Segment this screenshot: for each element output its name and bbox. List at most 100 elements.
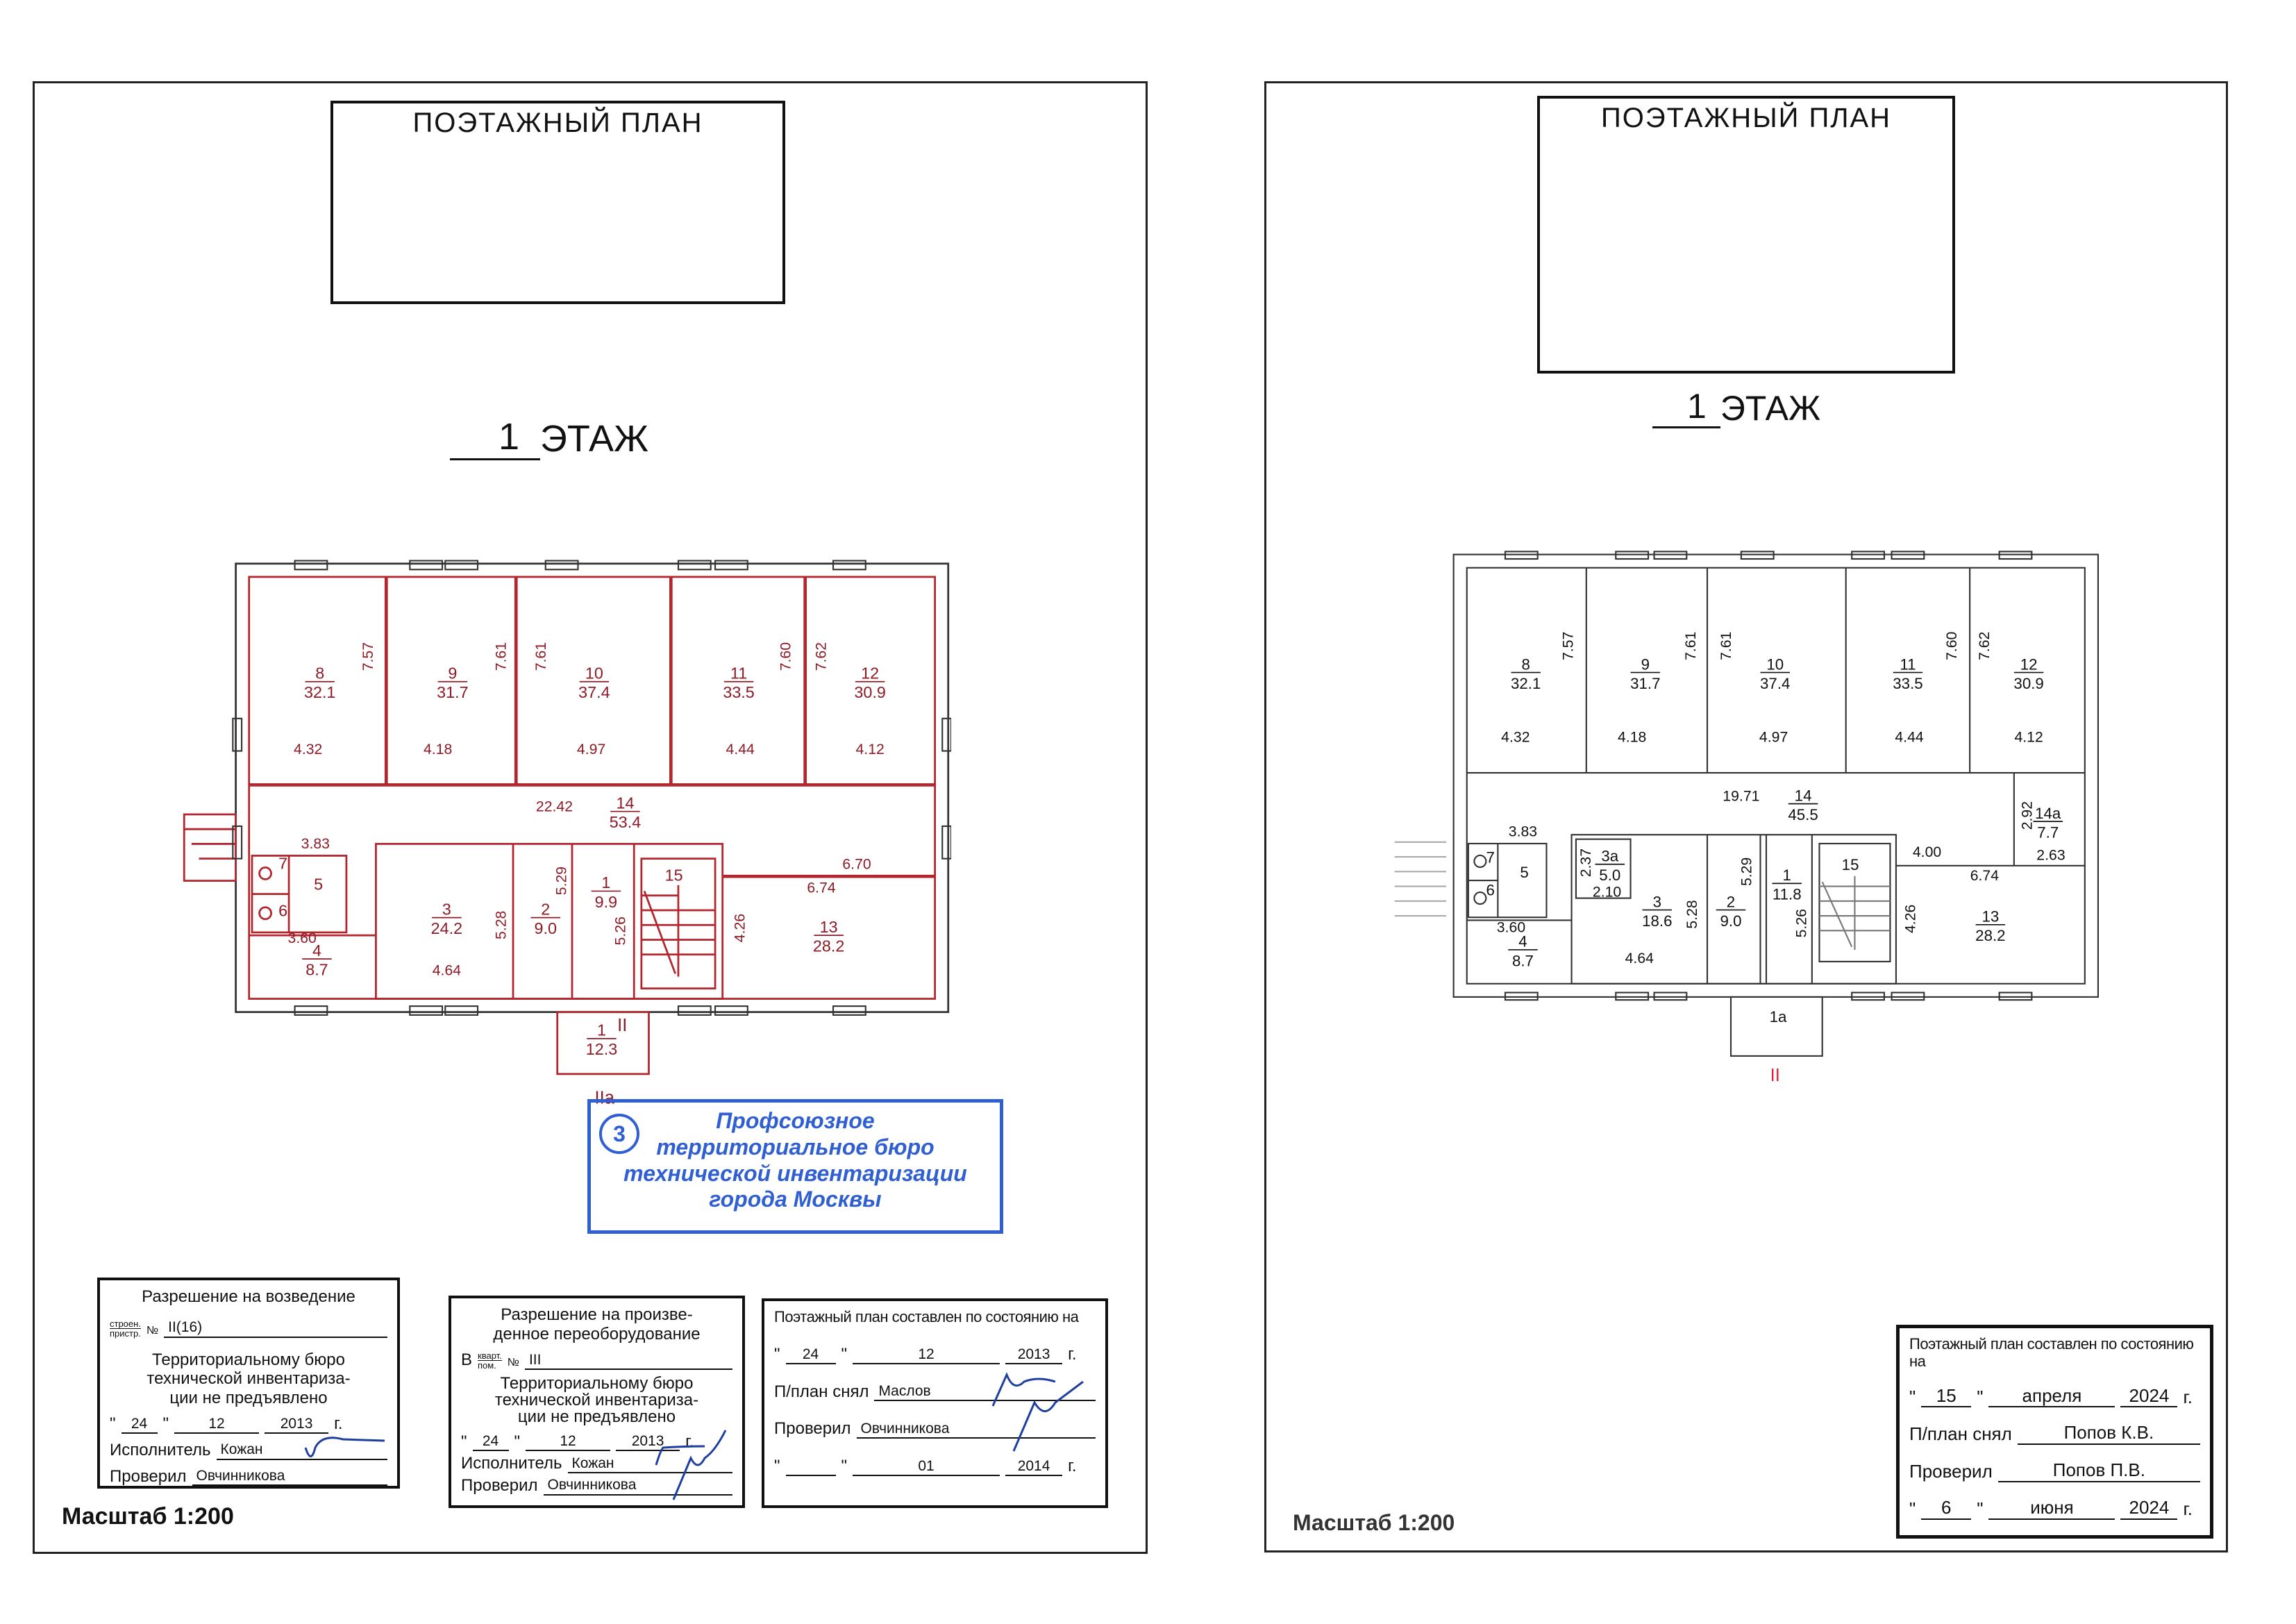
room-number: 15 xyxy=(1842,856,1859,873)
stamp-line: технической инвентаризации xyxy=(623,1160,967,1186)
dimension-label: 4.00 xyxy=(1913,844,1941,860)
permit-text: Территориальному бюро xyxy=(152,1350,345,1369)
date-suffix: г. xyxy=(334,1414,343,1434)
dimension-label: 5.29 xyxy=(1738,857,1755,886)
room-area: 5.0 xyxy=(1599,867,1620,884)
permit-fraction: строен.пристр. xyxy=(110,1319,141,1338)
room-number: 9 xyxy=(448,664,457,682)
room-area: 12.3 xyxy=(586,1040,617,1058)
room-number: 1a xyxy=(1770,1008,1787,1026)
date-day: 24 xyxy=(472,1433,509,1452)
room-area: 30.9 xyxy=(2013,675,2043,692)
dimension-label: 5.26 xyxy=(612,916,628,945)
state-title: Поэтажный план составлен по состоянию на xyxy=(774,1308,1079,1325)
date-suffix: г. xyxy=(2183,1386,2193,1407)
toilet-icon xyxy=(258,906,272,921)
room-number: 6 xyxy=(278,902,287,920)
room-number: 2 xyxy=(541,900,550,918)
room-number: 4 xyxy=(1518,933,1527,951)
left-floor-number: 1 xyxy=(450,415,541,460)
left-title: ПОЭТАЖНЫЙ ПЛАН xyxy=(412,108,703,138)
signature-icon xyxy=(672,1430,727,1500)
dimension-label: 2.37 xyxy=(1577,848,1594,877)
executor-label: Исполнитель xyxy=(110,1440,211,1459)
permit-text: технической инвентариза- xyxy=(146,1369,351,1389)
room-number: 13 xyxy=(1981,908,1999,926)
checker-label: Проверил xyxy=(461,1475,538,1495)
room-label-r8: 832.1 xyxy=(1511,655,1541,692)
room-block xyxy=(1570,834,1897,985)
left-floor-plan: 832.1931.71037.41133.51230.91453.448.732… xyxy=(183,560,951,1107)
dimension-label: 6.74 xyxy=(1970,867,2000,884)
room-number: 8 xyxy=(315,664,324,682)
surveyor-name: Маслов xyxy=(874,1383,1096,1402)
executor-name: Кожан xyxy=(216,1441,387,1460)
dimension-label: 6.70 xyxy=(842,856,871,873)
room-number: 7 xyxy=(1486,849,1495,867)
frac-top: строен. xyxy=(110,1318,141,1329)
room-area: 9.0 xyxy=(1720,912,1742,930)
room-number: 3 xyxy=(1653,893,1661,910)
room-number: 10 xyxy=(1766,655,1784,673)
room-area: 9.0 xyxy=(535,919,557,937)
surveyor-name: Попов К.В. xyxy=(2017,1423,2200,1446)
dimension-label: 5.28 xyxy=(492,911,509,939)
dimension-label: 2.63 xyxy=(2036,846,2065,863)
stair-icon xyxy=(641,885,716,977)
dimension-label: 4.12 xyxy=(2014,728,2043,745)
entrance-stairs xyxy=(1394,841,1447,917)
checker-label: Проверил xyxy=(1909,1461,1993,1482)
room-label-r12: 12 30.9 xyxy=(2013,655,2043,692)
dimension-label: 4.32 xyxy=(1501,728,1530,745)
room-area: 31.7 xyxy=(1630,675,1660,692)
left-state-box: Поэтажный план составлен по состоянию на… xyxy=(762,1298,1108,1508)
conversion-text: ции не предъявлено xyxy=(517,1407,676,1426)
date-year: 2013 xyxy=(1005,1346,1063,1364)
date-day: 15 xyxy=(1921,1385,1972,1408)
stamp-number: 3 xyxy=(599,1114,639,1154)
room-area: 9.9 xyxy=(595,893,617,911)
room-area: 53.4 xyxy=(610,813,641,831)
number-label: № xyxy=(507,1357,519,1369)
date-year: 2014 xyxy=(1005,1458,1063,1476)
room-number: 1 xyxy=(597,1021,606,1039)
dimension-label: 4.12 xyxy=(855,741,884,757)
left-floor-heading: 1 ЭТАЖ xyxy=(450,415,648,460)
room-area: 8.7 xyxy=(1512,952,1534,969)
conversion-title: денное переоборудование xyxy=(493,1324,701,1343)
construction-permit-box: Разрешение на возведение строен.пристр. … xyxy=(97,1278,400,1489)
room-area: 24.2 xyxy=(431,919,462,937)
room-label-r1p: 112.3 xyxy=(586,1021,617,1059)
room-area: 28.2 xyxy=(813,937,844,955)
dimension-label: 4.18 xyxy=(1618,728,1646,745)
executor-label: Исполнитель xyxy=(461,1454,562,1473)
left-floor-label: ЭТАЖ xyxy=(540,418,648,460)
room-area: 32.1 xyxy=(304,683,335,701)
dimension-label: 2.10 xyxy=(1593,883,1621,900)
date-month: апреля xyxy=(1988,1385,2115,1408)
dimension-label: 7.61 xyxy=(1718,632,1734,660)
dimension-label: 7.60 xyxy=(1943,632,1960,660)
right-floor-number: 1 xyxy=(1652,386,1720,428)
dimension-label: 7.60 xyxy=(777,642,794,671)
room-number: 12 xyxy=(2020,655,2038,673)
room-label-r4: 48.7 xyxy=(302,941,332,979)
room-area: 30.9 xyxy=(854,683,885,701)
room-number: 11 xyxy=(730,664,747,682)
room-area: 45.5 xyxy=(1788,806,1818,823)
surveyor-label: П/план снял xyxy=(774,1382,869,1401)
dimension-label: 3.83 xyxy=(301,835,330,852)
dimension-label: 3.60 xyxy=(288,930,317,946)
date-year: 2013 xyxy=(265,1416,329,1434)
room-3a xyxy=(1575,838,1632,899)
date-month: июня xyxy=(1988,1497,2115,1521)
room-number: 5 xyxy=(314,875,323,893)
